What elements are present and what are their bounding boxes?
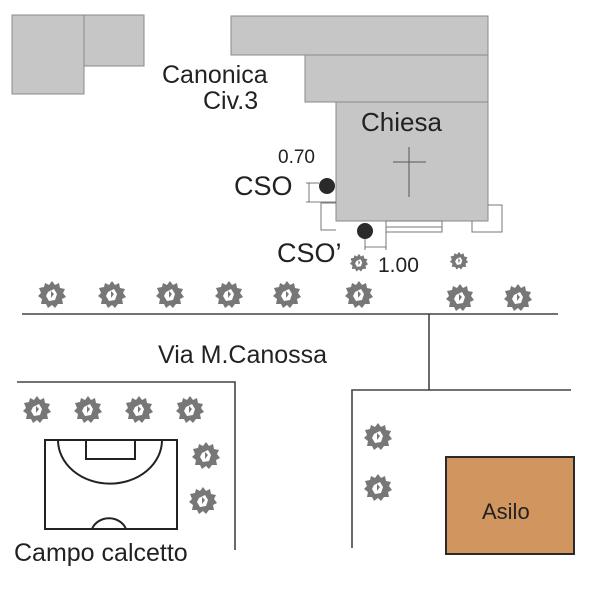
canonica-building-mid [304, 54, 489, 103]
label-canonica: Canonica [162, 61, 268, 89]
building-left-a [11, 14, 85, 95]
church-annex-left [320, 202, 336, 231]
tree-icon [156, 281, 184, 308]
dimension-cso [306, 182, 336, 203]
tree-icon [176, 396, 204, 423]
tree-icon [23, 396, 51, 423]
tree-icon [192, 442, 220, 469]
cross-icon [393, 147, 426, 197]
tree-icon [364, 423, 392, 450]
tree-icon [446, 284, 474, 311]
field-boundary [17, 381, 236, 550]
label-cso: CSO [234, 171, 293, 201]
label-asilo: Asilo [482, 499, 530, 524]
manhole-icon-cso-prime[interactable] [357, 223, 373, 239]
tree-icon [98, 281, 126, 308]
label-field: Campo calcetto [14, 539, 188, 567]
church-annex-right [471, 204, 503, 233]
tree-icon [215, 281, 243, 308]
tree-icon [364, 474, 392, 501]
tree-icon [74, 396, 102, 423]
tree-icon [345, 281, 373, 308]
building-left-b [83, 14, 145, 67]
asilo-boundary [351, 389, 571, 548]
church-steps-2 [385, 226, 443, 233]
dimension-cso-prime [364, 232, 387, 250]
label-dim-cso: 0.70 [278, 147, 315, 168]
football-field[interactable] [44, 439, 178, 530]
tree-icon [273, 281, 301, 308]
label-cso-prime: CSO’ [277, 238, 342, 268]
tree-icon [504, 284, 532, 311]
asilo-building[interactable] [445, 456, 575, 555]
church-steps-1 [385, 220, 443, 228]
label-street: Via M.Canossa [158, 341, 327, 369]
tree-icon [449, 251, 469, 270]
label-chiesa: Chiesa [361, 107, 442, 137]
label-civico: Civ.3 [203, 87, 258, 115]
tree-icon [38, 281, 66, 308]
manhole-icon-cso[interactable] [319, 178, 335, 194]
tree-icon [349, 253, 369, 272]
label-dim-cso-prime: 1.00 [378, 254, 419, 277]
tree-icon [125, 396, 153, 423]
tree-icon [189, 487, 217, 514]
canonica-building-top [230, 15, 489, 56]
